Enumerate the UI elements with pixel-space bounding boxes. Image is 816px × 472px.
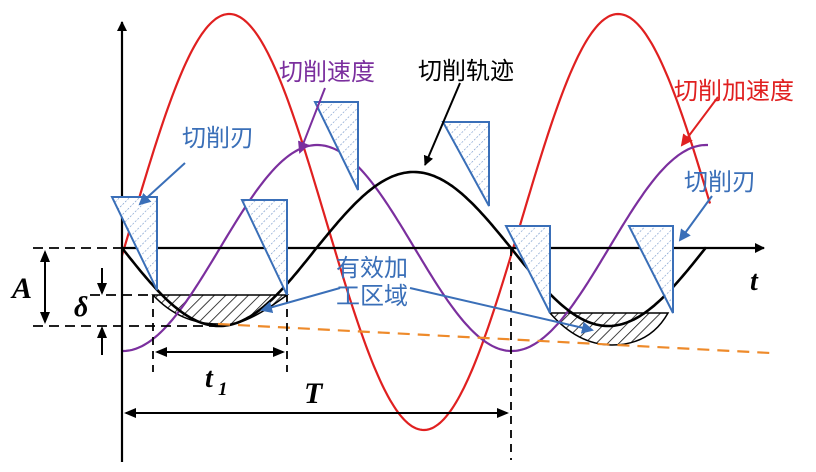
- label-effective-region-line2: 工区域: [336, 282, 408, 310]
- arrow-effective-left: [260, 287, 341, 314]
- label-depth-delta: δ: [74, 292, 88, 323]
- label-cutting-speed: 切削速度: [279, 58, 375, 86]
- arrow-cutting-speed: [298, 87, 326, 154]
- arrow-cutting-edge-left: [138, 162, 186, 206]
- label-cutting-path: 切削轨迹: [418, 57, 514, 85]
- cutting-tool-4: [441, 121, 490, 207]
- label-cutting-acceleration: 切削加速度: [674, 77, 794, 105]
- label-axis-t: t: [750, 266, 759, 297]
- label-period-T: T: [304, 377, 324, 410]
- cutting-tool-1: [110, 196, 158, 291]
- label-amplitude-A: A: [10, 272, 32, 305]
- tool-wear-trend-line: [217, 322, 771, 355]
- arrow-cutting-path: [423, 82, 461, 166]
- cutting-path-curve: [120, 170, 708, 328]
- effective-region-right: [548, 312, 670, 346]
- label-cutting-edge-right: 切削刃: [684, 168, 756, 196]
- label-effective-region-line1: 有效加: [336, 254, 408, 282]
- cutting-tool-3: [313, 101, 359, 191]
- cutting-tool-6: [627, 225, 674, 314]
- arrow-cutting-edge-right: [678, 195, 713, 242]
- arrow-effective-right: [409, 287, 594, 334]
- label-interval-t1-subscript: 1: [218, 379, 228, 400]
- cutting-tool-5: [504, 225, 551, 314]
- label-cutting-edge-left: 切削刃: [182, 124, 254, 152]
- cutting-tool-2: [240, 199, 288, 296]
- label-interval-t1: t: [205, 363, 214, 394]
- acceleration-curve: [120, 12, 712, 432]
- arrow-cutting-acceleration: [680, 96, 719, 147]
